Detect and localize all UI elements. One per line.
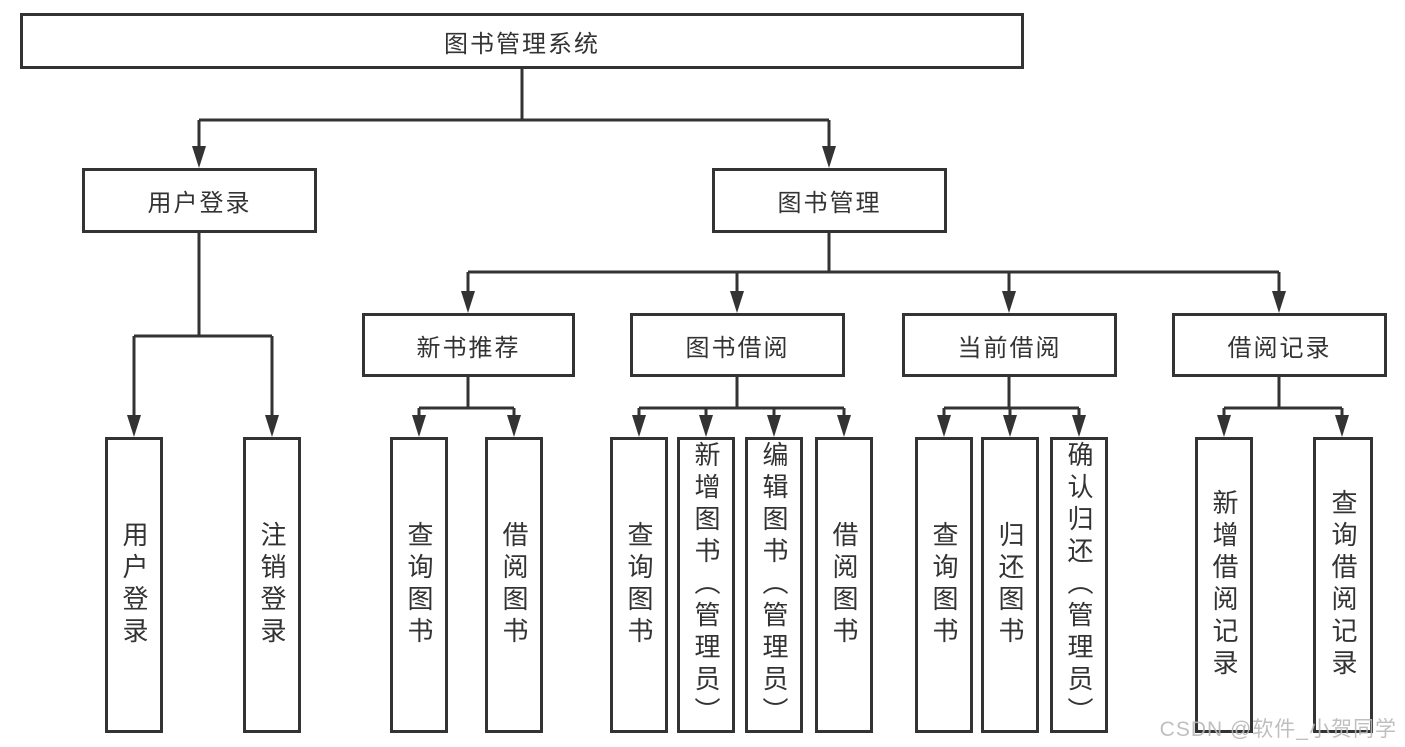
node-label: 查询图书 (929, 521, 959, 649)
node-label: 查询图书 (404, 521, 434, 649)
node-book-borrow: 图书借阅 (630, 313, 845, 377)
node-label: 当前借阅 (957, 334, 1062, 362)
node-book-management: 图书管理 (712, 168, 947, 233)
node-label: 查询借阅记录 (1328, 489, 1358, 681)
leaf-confirm-return-admin: 确认归还（管理员） (1050, 437, 1108, 733)
node-label: 查询图书 (624, 521, 654, 649)
node-library-system-root: 图书管理系统 (20, 13, 1024, 69)
node-label: 归还图书 (995, 521, 1025, 649)
node-new-book-recommend: 新书推荐 (362, 313, 575, 377)
leaf-query-book-recommend: 查询图书 (390, 437, 448, 733)
node-label: 借阅记录 (1227, 334, 1332, 362)
leaf-user-login: 用户登录 (105, 437, 163, 733)
node-label: 用户登录 (147, 190, 252, 217)
node-borrow-records: 借阅记录 (1172, 313, 1387, 377)
node-label: 借阅图书 (829, 521, 859, 649)
leaf-borrow-book-recommend: 借阅图书 (485, 437, 543, 733)
node-label: 新增借阅记录 (1209, 489, 1239, 681)
node-current-borrow: 当前借阅 (902, 313, 1117, 377)
leaf-logout: 注销登录 (243, 437, 301, 733)
node-label: 图书管理 (777, 190, 882, 217)
leaf-query-borrow-record: 查询借阅记录 (1313, 437, 1373, 733)
leaf-query-book-borrow: 查询图书 (610, 437, 668, 733)
node-label: 借阅图书 (499, 521, 529, 649)
node-label: 注销登录 (257, 521, 287, 649)
node-label: 编辑图书（管理员） (759, 441, 789, 729)
node-label: 图书借阅 (685, 334, 790, 362)
leaf-query-book-current: 查询图书 (915, 437, 973, 733)
node-label: 确认归还（管理员） (1064, 441, 1094, 729)
node-label: 图书管理系统 (444, 30, 600, 58)
leaf-add-borrow-record: 新增借阅记录 (1195, 437, 1253, 733)
leaf-add-book-admin: 新增图书（管理员） (677, 437, 735, 733)
node-label: 用户登录 (119, 521, 149, 649)
leaf-return-book: 归还图书 (981, 437, 1039, 733)
csdn-watermark: CSDN @软件_小贺同学 (1159, 718, 1397, 741)
leaf-edit-book-admin: 编辑图书（管理员） (745, 437, 803, 733)
node-user-login: 用户登录 (82, 168, 317, 233)
leaf-borrow-book: 借阅图书 (815, 437, 873, 733)
node-label: 新书推荐 (416, 334, 521, 362)
node-label: 新增图书（管理员） (691, 441, 721, 729)
